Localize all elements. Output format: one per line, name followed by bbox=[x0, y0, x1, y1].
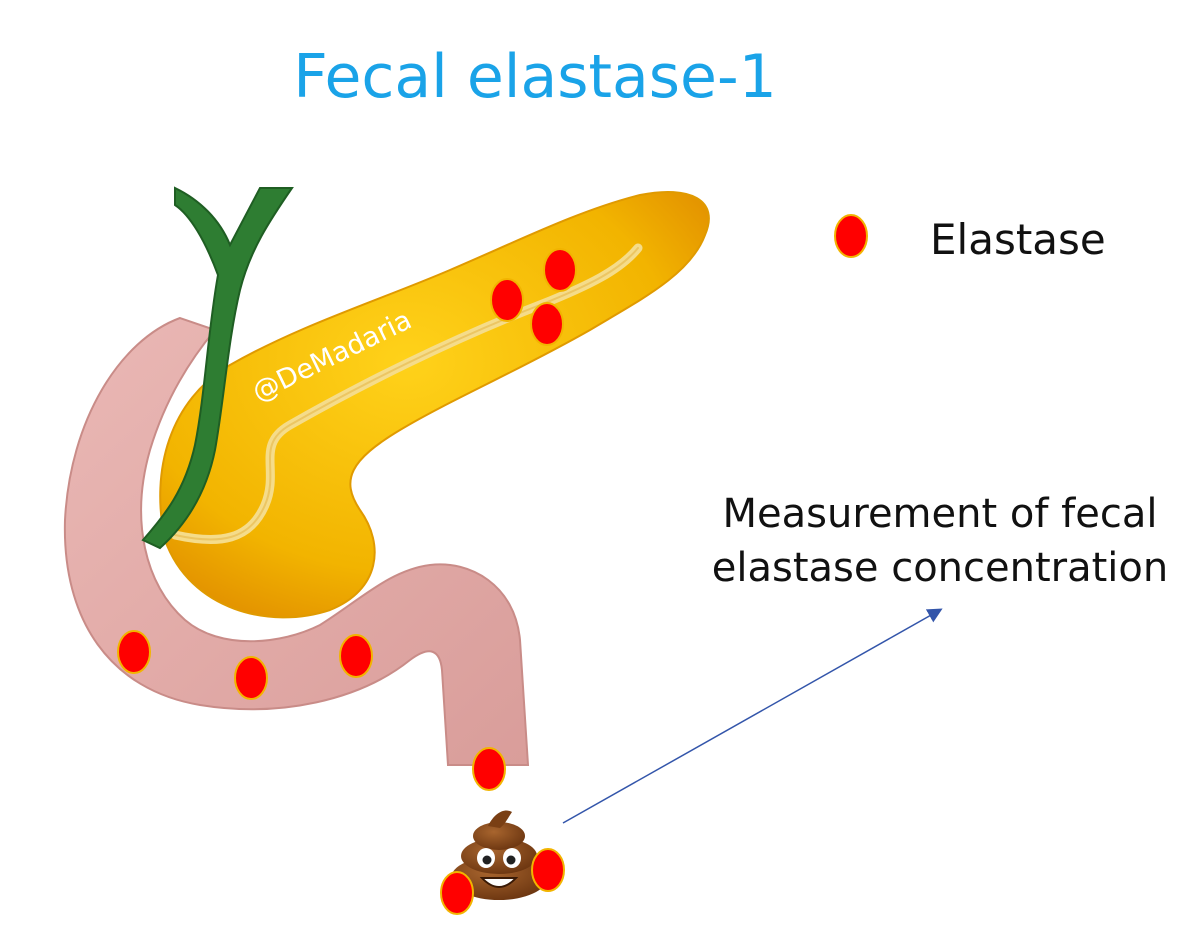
elastase-dot bbox=[490, 278, 524, 322]
pancreas bbox=[159, 191, 710, 619]
legend-marker bbox=[834, 214, 868, 258]
measurement-arrow bbox=[562, 608, 943, 824]
elastase-dot bbox=[530, 302, 564, 346]
annotation-line-1: Measurement of fecal bbox=[722, 491, 1158, 537]
elastase-dot bbox=[531, 848, 565, 892]
elastase-dot bbox=[234, 656, 268, 700]
elastase-dot bbox=[339, 634, 373, 678]
duodenum bbox=[63, 316, 530, 766]
bile-duct bbox=[141, 186, 294, 550]
elastase-dot bbox=[472, 747, 506, 791]
elastase-dot bbox=[543, 248, 577, 292]
elastase-dot bbox=[117, 630, 151, 674]
legend-label: Elastase bbox=[930, 215, 1106, 264]
measurement-annotation: Measurement of fecal elastase concentrat… bbox=[700, 487, 1180, 595]
elastase-dot bbox=[440, 871, 474, 915]
poop-emoji-icon bbox=[451, 810, 547, 900]
annotation-line-2: elastase concentration bbox=[711, 545, 1169, 591]
page-title: Fecal elastase-1 bbox=[293, 42, 777, 112]
